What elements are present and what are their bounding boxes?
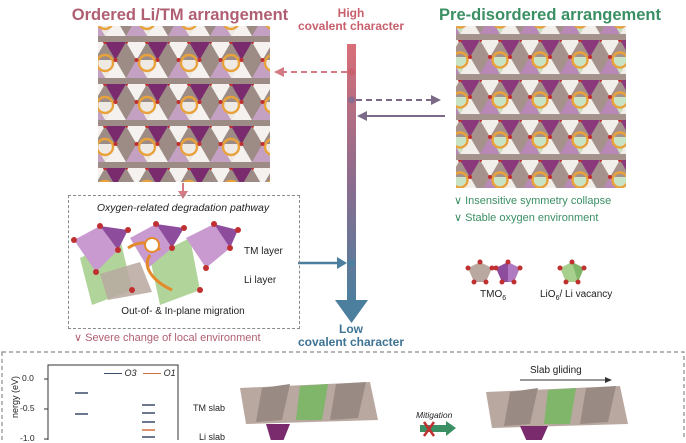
energy-plot xyxy=(44,364,179,440)
lio6-suffix: / Li vacancy xyxy=(559,289,613,300)
li-layer-label: Li layer xyxy=(244,275,277,286)
gliding-slab-structure xyxy=(486,386,628,440)
ordered-title: Ordered Li/TM arrangement xyxy=(71,6,289,24)
high-label-line2: covalent character xyxy=(297,19,405,33)
mitigation-label: Mitigation xyxy=(416,410,453,420)
degradation-structure xyxy=(71,221,241,305)
mitigation-blocked-arrow xyxy=(420,421,456,437)
ordered-lattice-image xyxy=(98,26,270,182)
o3-legend-line xyxy=(104,373,122,375)
tick-neg-1-0: -1.0 xyxy=(20,433,35,443)
tmo6-legend-label: TMO6 xyxy=(480,289,506,302)
lio6-legend-label: LiO6/ Li vacancy xyxy=(540,289,612,302)
arrow-to-disordered xyxy=(356,95,441,105)
tm-slab-structure xyxy=(240,382,378,440)
li-slab-label: Li slab xyxy=(199,432,226,442)
low-label-line1: Low xyxy=(339,322,363,336)
disordered-title: Pre-disordered arrangement xyxy=(439,6,661,24)
arrow-from-disordered xyxy=(357,111,445,121)
arrow-to-ordered xyxy=(274,67,347,77)
o1-legend-line xyxy=(143,373,162,375)
migration-label: Out-of- & In-plane migration xyxy=(121,306,245,317)
high-label-line1: High xyxy=(337,6,365,20)
o3-legend-label: O3 xyxy=(124,368,137,378)
tick-neg-0-5: -0.5 xyxy=(20,403,35,413)
slab-gliding-label: Slab gliding xyxy=(530,365,582,376)
lio6-legend-icon xyxy=(557,259,587,285)
tm-layer-label: TM layer xyxy=(244,246,283,257)
lio6-text: LiO xyxy=(540,289,556,300)
plot-legend: O3 O1 xyxy=(104,368,176,378)
low-covalent-label: Low covalent character xyxy=(286,323,416,349)
lio6-sub: 6 xyxy=(555,295,560,302)
low-label-line2: covalent character xyxy=(297,335,405,349)
tmo6-text: TMO xyxy=(480,289,503,300)
slab-gliding-arrow xyxy=(520,377,612,383)
insensitive-collapse-note: ∨ Insensitive symmetry collapse xyxy=(454,195,612,207)
covalent-axis-arrow xyxy=(335,44,368,323)
tmo6-legend-icon xyxy=(465,259,523,285)
tick-0: 0.0 xyxy=(22,373,34,383)
energy-axis-label: nergy (eV) xyxy=(10,375,20,419)
bottom-panel-border xyxy=(1,351,685,440)
arrow-to-axis-low xyxy=(298,257,347,269)
disordered-lattice-image xyxy=(456,26,626,188)
o1-legend-label: O1 xyxy=(163,368,176,378)
severe-change-note: ∨ Severe change of local environment xyxy=(74,332,261,344)
stable-oxygen-note: ∨ Stable oxygen environment xyxy=(454,212,599,224)
high-covalent-label: High covalent character xyxy=(286,7,416,33)
degradation-pathway-title: Oxygen-related degradation pathway xyxy=(96,202,270,214)
tmo6-sub: 6 xyxy=(502,295,507,302)
tm-slab-label: TM slab xyxy=(193,403,226,413)
degradation-pathway-box xyxy=(68,195,300,329)
